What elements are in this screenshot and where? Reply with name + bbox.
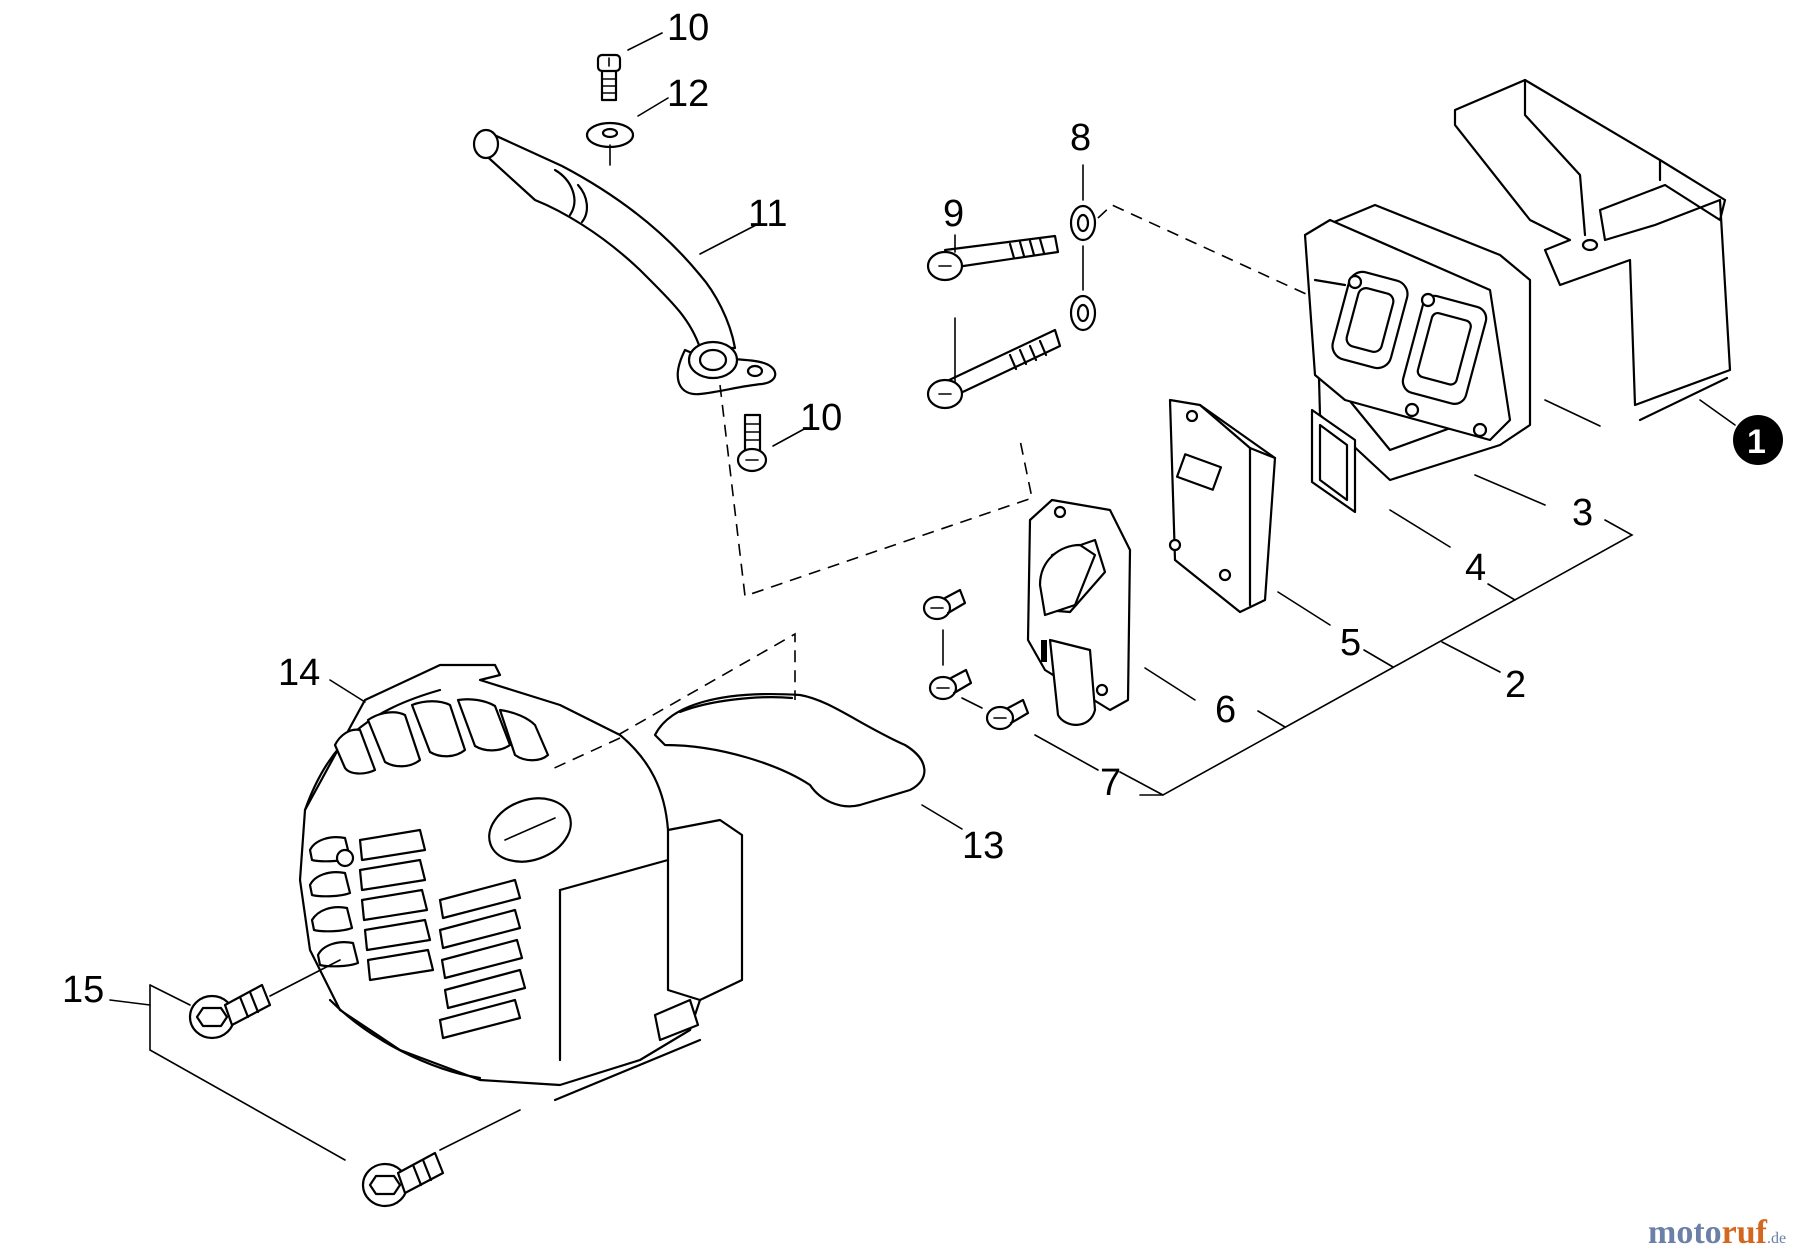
label-8: 8 (1070, 117, 1091, 159)
label-12: 12 (667, 73, 709, 115)
watermark-logo: motoruf.de (1648, 1214, 1786, 1251)
part-14-engine-cover (298, 663, 744, 1102)
part-8-washers (1069, 204, 1097, 332)
label-9: 9 (943, 193, 964, 235)
part-4-gasket (1310, 408, 1357, 514)
watermark-suffix: .de (1767, 1230, 1786, 1247)
label-1-badge: 1 (1733, 415, 1783, 465)
label-3: 3 (1572, 492, 1593, 534)
label-5: 5 (1340, 622, 1361, 664)
label-1: 1 (1747, 423, 1766, 461)
part-3-muffler (1303, 203, 1532, 482)
part-10-lower-bolt (736, 413, 768, 473)
part-6-elbow (1026, 498, 1132, 726)
part-10-top-bolt (596, 53, 622, 102)
part-9-bolts (926, 234, 1062, 410)
watermark-part-b: ruf (1722, 1214, 1768, 1251)
label-15: 15 (62, 969, 104, 1011)
label-4: 4 (1465, 547, 1486, 589)
label-7: 7 (1100, 762, 1121, 804)
part-15-bolts (188, 983, 445, 1208)
watermark-part-a: moto (1648, 1214, 1722, 1251)
label-10-top: 10 (667, 7, 709, 49)
label-2: 2 (1505, 664, 1526, 706)
label-11: 11 (748, 193, 787, 235)
part-labels: 10 12 11 8 9 10 3 4 5 2 6 7 13 14 15 (62, 7, 1593, 1011)
part-7-screws (922, 588, 1030, 731)
part-13-deflector (653, 692, 926, 808)
label-14: 14 (278, 652, 320, 694)
label-13: 13 (962, 825, 1004, 867)
part-5-plate (1168, 398, 1277, 614)
part-12-washer (585, 121, 635, 149)
part-11-pipe (472, 128, 777, 396)
part-1-heat-shield (1453, 78, 1732, 422)
label-10-lower: 10 (800, 397, 842, 439)
svg-text:motoruf.de: motoruf.de (1648, 1214, 1786, 1251)
label-6: 6 (1215, 689, 1236, 731)
